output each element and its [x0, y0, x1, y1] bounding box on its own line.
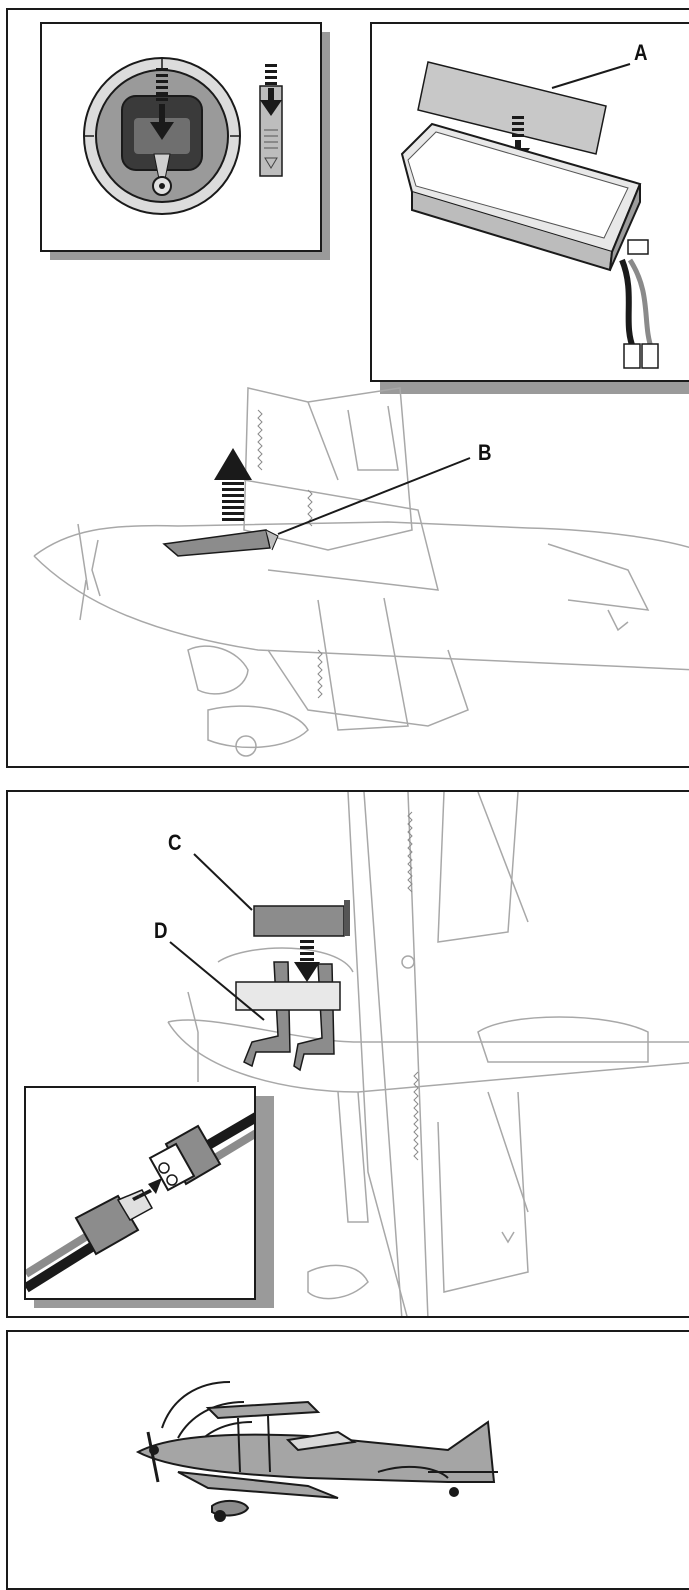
callout-a: A — [634, 40, 648, 65]
battery-connector-icon — [26, 1112, 254, 1293]
battery-inset: A — [370, 22, 689, 394]
transmitter-throttle-stick-icon — [83, 57, 241, 215]
step-panel-rock-wings — [6, 1330, 689, 1590]
step-panel-battery-prep: A — [6, 8, 689, 768]
up-arrow-icon — [214, 448, 252, 521]
battery-hatch-icon — [162, 529, 279, 557]
hook-and-loop-strip-icon — [417, 61, 607, 155]
battery-pack-icon — [400, 122, 659, 369]
callout-d: D — [154, 918, 168, 943]
throttle-trim-icon — [259, 64, 283, 177]
step-panel-battery-install: C D — [6, 790, 689, 1318]
biplane-icon — [33, 387, 689, 757]
airplane-install-drawing — [167, 792, 689, 1316]
throttle-inset — [40, 22, 330, 272]
airplane-rock-drawing — [135, 1381, 498, 1522]
connector-inset — [24, 1086, 276, 1312]
battery-straps-icon — [235, 961, 341, 1072]
wing-ribs-icon — [407, 811, 419, 1161]
down-arrow-icon — [294, 940, 320, 982]
biplane-icon — [135, 1400, 498, 1522]
airplane-hatch-drawing — [33, 387, 689, 757]
callout-b: B — [478, 440, 492, 465]
wing-ribs-icon — [257, 409, 323, 699]
callout-c: C — [168, 830, 182, 855]
hook-and-loop-strip-icon — [253, 900, 350, 937]
